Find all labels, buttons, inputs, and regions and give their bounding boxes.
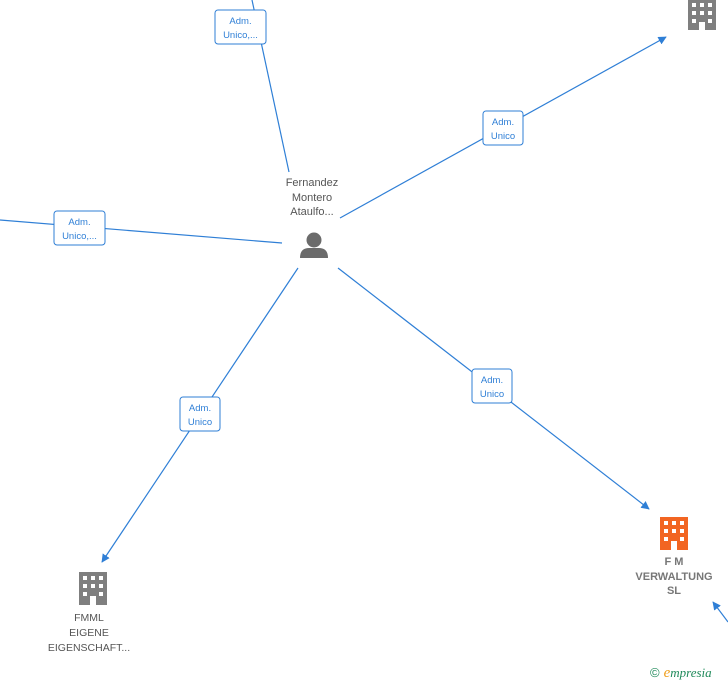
edge-label-line: Unico [188, 417, 212, 428]
building-icon[interactable] [79, 572, 107, 605]
edge-label-lower-left[interactable]: Adm. Unico [179, 396, 221, 432]
edge-left [0, 219, 283, 244]
company-name-line: EIGENSCHAFT... [47, 642, 131, 654]
person-icon[interactable] [300, 232, 328, 259]
edge-label-line: Unico [491, 131, 515, 142]
empresia-logo: ©empresia [650, 665, 712, 682]
building-icon[interactable] [660, 517, 688, 550]
person-node-label[interactable]: Fernandez Montero Ataulfo... [262, 176, 362, 220]
person-name-line: Fernandez [285, 177, 339, 189]
edge-bottom-right-stub [712, 601, 728, 623]
person-name-line: Ataulfo... [290, 206, 334, 218]
edge-label-line: Adm. [229, 16, 251, 27]
building-icon[interactable] [688, 0, 716, 30]
brand-initial: e [663, 665, 671, 681]
edge-label-line: Adm. [189, 403, 211, 414]
edge-label-line: Adm. [68, 217, 90, 228]
company-name-line: F M [664, 556, 684, 568]
edge-label-upper-right[interactable]: Adm. Unico [482, 110, 524, 146]
edge-label-left[interactable]: Adm. Unico,... [53, 210, 106, 246]
edge-label-top[interactable]: Adm. Unico,... [214, 9, 267, 45]
company-label-fmml[interactable]: FMML EIGENE EIGENSCHAFT... [29, 611, 149, 656]
person-name-line: Montero [291, 191, 333, 204]
edge-label-lower-right[interactable]: Adm. Unico [471, 368, 513, 404]
company-name-line: SL [666, 585, 682, 597]
edge-label-line: Unico,... [62, 231, 97, 242]
company-name-line: EIGENE [69, 627, 109, 639]
company-name-line: FMML [74, 612, 104, 624]
edge-label-line: Unico,... [223, 30, 258, 41]
copyright-symbol: © [650, 665, 660, 680]
edge-label-line: Adm. [481, 375, 503, 386]
company-label-fm-verwaltung[interactable]: F M VERWALTUNG SL [616, 555, 728, 599]
brand-name: mpresia [670, 665, 712, 680]
edge-label-line: Unico [480, 389, 504, 400]
edge-label-line: Adm. [492, 117, 514, 128]
company-name-line: VERWALTUNG [635, 570, 713, 583]
